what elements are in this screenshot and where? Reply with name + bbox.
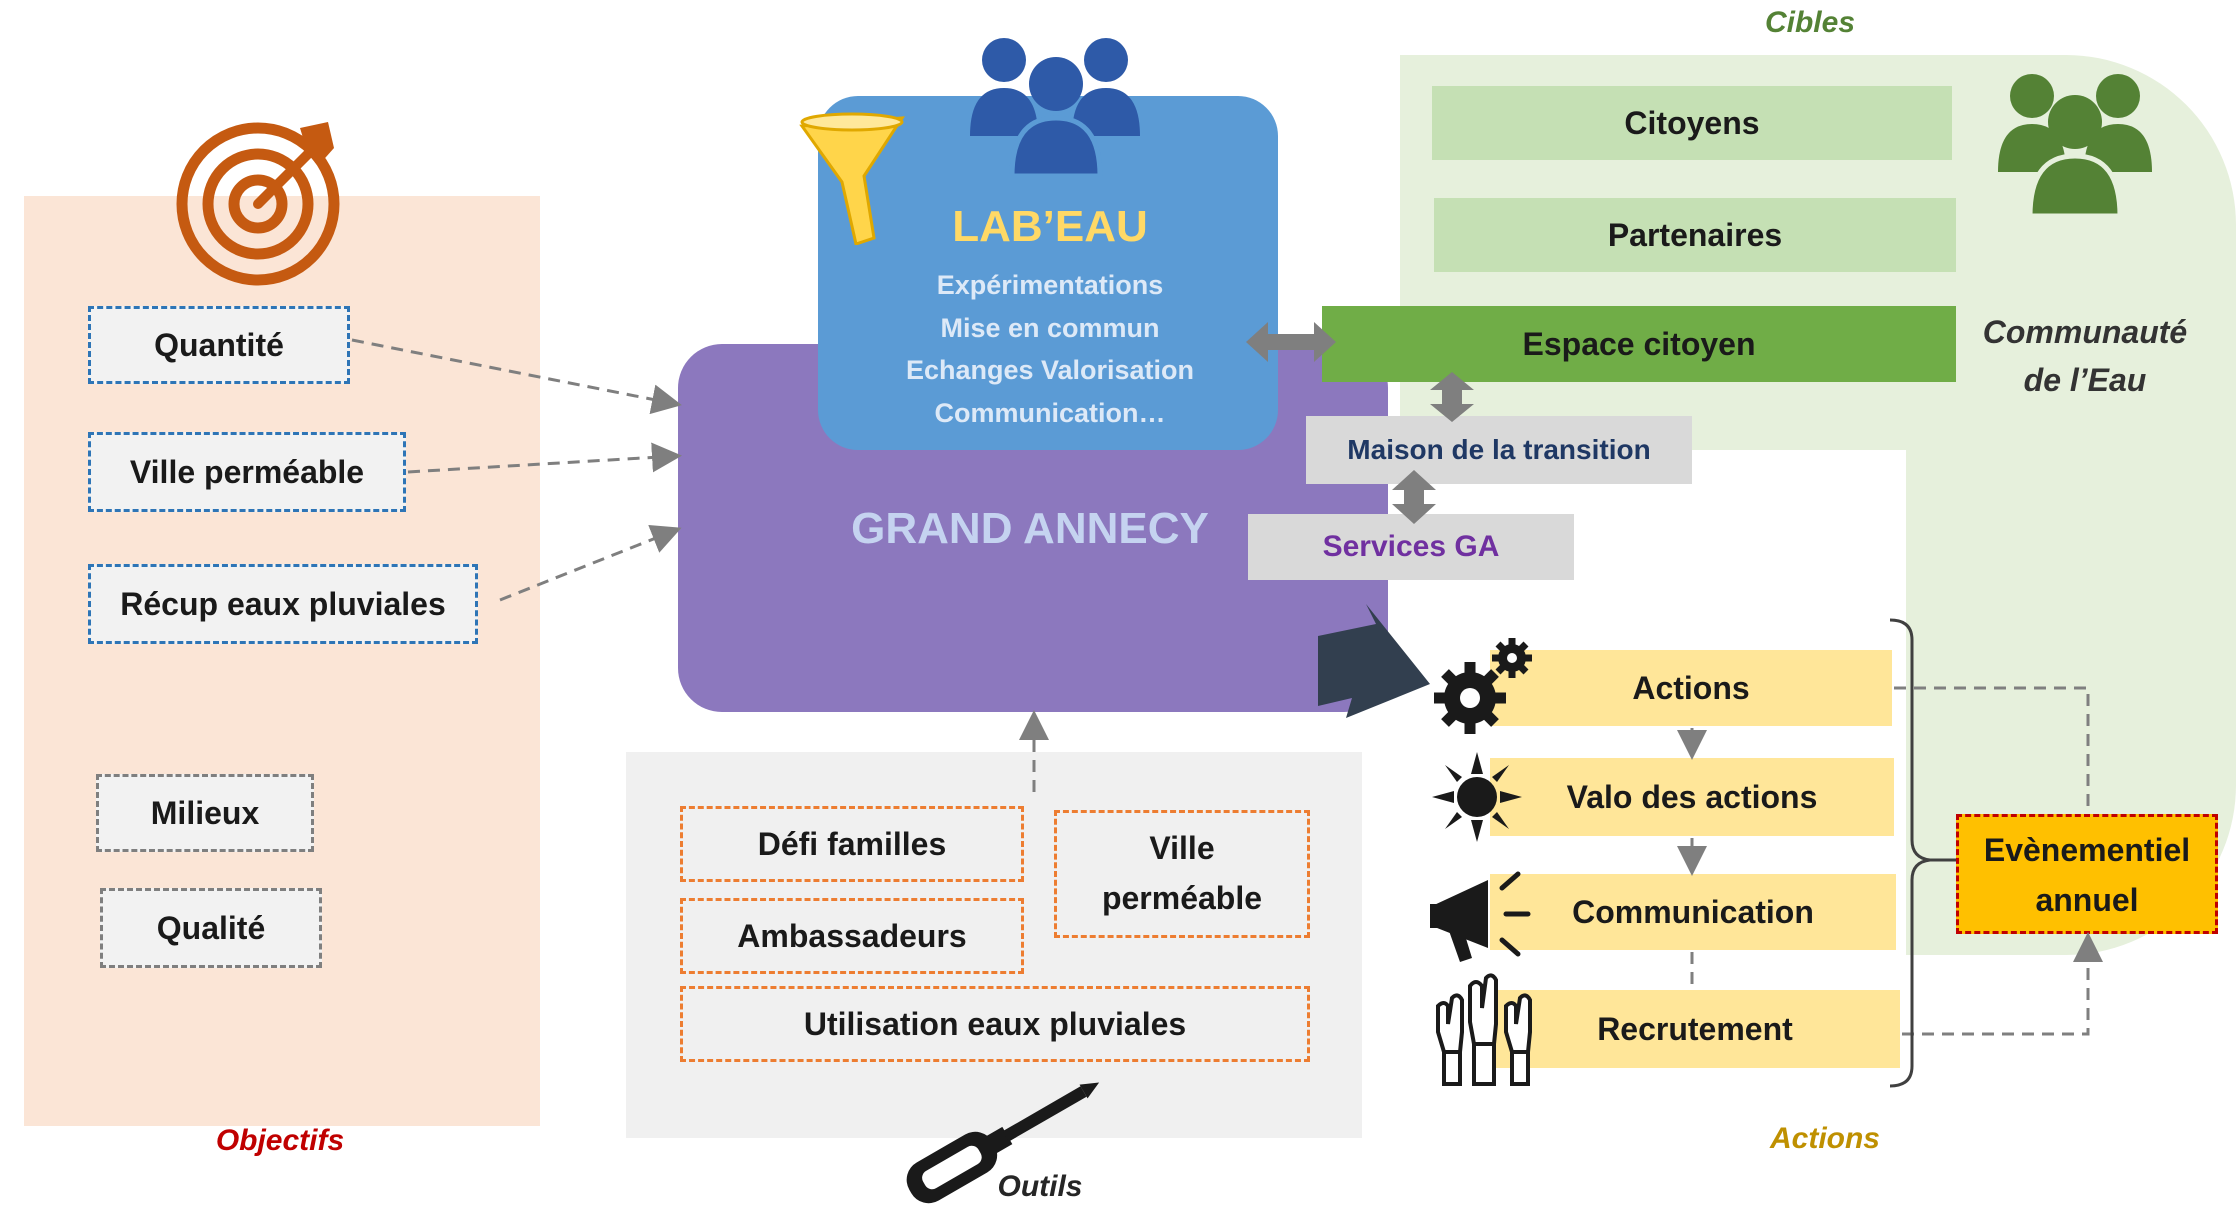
outil-ville-line: perméable bbox=[1101, 880, 1263, 916]
arrow-recrut-evenementiel bbox=[1902, 932, 2103, 1036]
communaute-line: de l’Eau bbox=[2023, 362, 2147, 398]
outil-ville-permeable: Ville perméable bbox=[1054, 810, 1310, 938]
sun-icon bbox=[1432, 752, 1522, 842]
line-actions-evenementiel bbox=[1894, 686, 2090, 814]
double-arrow-labeau-espace bbox=[1246, 322, 1336, 362]
labeau-text: Expérimentations Mise en commun Echanges… bbox=[860, 264, 1240, 434]
actions-label: Actions bbox=[1769, 1122, 1880, 1155]
arrow-quantite bbox=[351, 338, 682, 415]
labeau-title: LAB’EAU bbox=[952, 202, 1148, 251]
target-icon bbox=[176, 122, 340, 286]
outil-defi-familles: Défi familles bbox=[680, 806, 1024, 882]
objectif-qualite: Qualité bbox=[100, 888, 322, 968]
espace-citoyen-box: Espace citoyen bbox=[1322, 306, 1956, 382]
action-recrutement: Recrutement bbox=[1490, 990, 1900, 1068]
grand-annecy-title: GRAND ANNECY bbox=[851, 504, 1209, 553]
communaute-line: Communauté bbox=[1982, 314, 2188, 350]
double-arrow-maison-services bbox=[1392, 470, 1436, 524]
objectif-ville-permeable: Ville perméable bbox=[88, 432, 406, 512]
communaute-label: Communauté de l’Eau bbox=[1960, 308, 2210, 408]
outil-ville-line: Ville bbox=[1149, 830, 1215, 866]
action-valo: Valo des actions bbox=[1490, 758, 1894, 836]
actions-bracket bbox=[1889, 618, 1931, 1088]
maison-transition-box: Maison de la transition bbox=[1306, 416, 1692, 484]
labeau-line: Mise en commun bbox=[940, 312, 1160, 343]
funnel-icon bbox=[799, 112, 905, 245]
labeau-line: Expérimentations bbox=[936, 270, 1164, 300]
labeau-line: Communication… bbox=[934, 397, 1166, 428]
evenementiel-line: annuel bbox=[2035, 882, 2139, 918]
arrow-recup bbox=[499, 524, 682, 602]
outils-label: Outils bbox=[997, 1170, 1083, 1203]
cible-citoyens: Citoyens bbox=[1432, 86, 1952, 160]
raised-hands-icon bbox=[1436, 973, 1532, 1086]
objectif-recup-eaux-pluviales: Récup eaux pluviales bbox=[88, 564, 478, 644]
action-communication: Communication bbox=[1490, 874, 1896, 950]
big-arrow-grand-annecy-actions bbox=[1318, 604, 1430, 718]
objectif-milieux: Milieux bbox=[96, 774, 314, 852]
cibles-label: Cibles bbox=[1764, 6, 1856, 39]
community-icon bbox=[1998, 74, 2152, 216]
megaphone-icon bbox=[1430, 871, 1531, 962]
outil-ambassadeurs: Ambassadeurs bbox=[680, 898, 1024, 974]
services-ga-box: Services GA bbox=[1248, 514, 1574, 580]
gears-icon bbox=[1434, 638, 1532, 734]
cible-partenaires: Partenaires bbox=[1434, 198, 1956, 272]
objectifs-label: Objectifs bbox=[215, 1124, 345, 1157]
action-actions: Actions bbox=[1490, 650, 1892, 726]
screwdriver-icon bbox=[906, 1082, 1100, 1204]
arrow-ville-permeable bbox=[407, 442, 682, 474]
outil-utilisation-eaux-pluviales: Utilisation eaux pluviales bbox=[680, 986, 1310, 1062]
objectif-quantite: Quantité bbox=[88, 306, 350, 384]
double-arrow-espace-maison bbox=[1430, 372, 1474, 422]
labeau-line: Echanges Valorisation bbox=[905, 355, 1195, 385]
outils-panel bbox=[626, 752, 1362, 1138]
evenementiel-line: Evènementiel bbox=[1983, 832, 2191, 868]
team-icon bbox=[970, 38, 1140, 176]
